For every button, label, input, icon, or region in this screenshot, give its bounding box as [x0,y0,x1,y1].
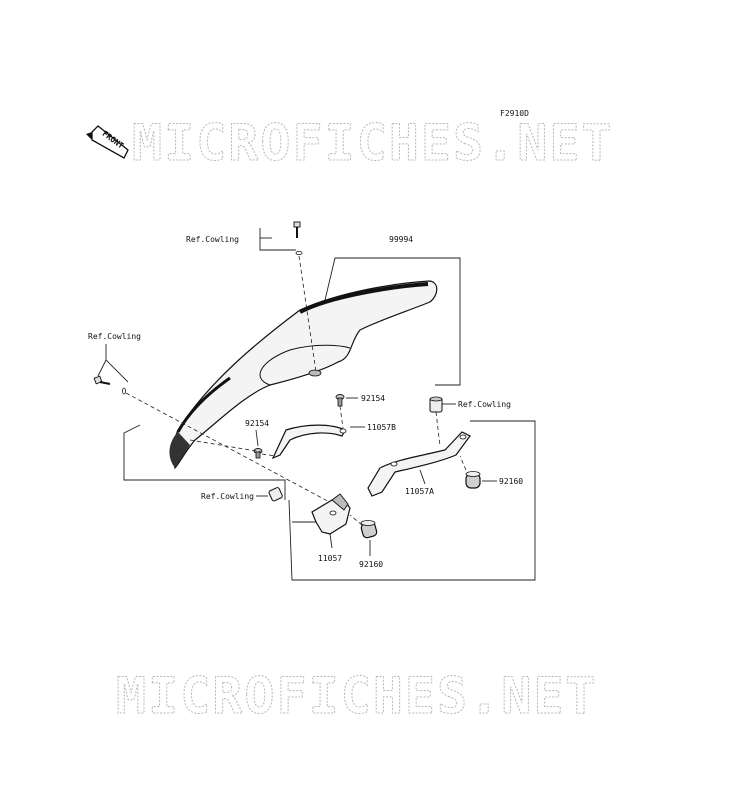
damper-right: 92160 [459,455,523,489]
windshield-part [169,280,438,470]
bushing-upper-label: 92154 [361,394,385,403]
bracket-a-label: 11057A [405,487,434,496]
ref-cowling-left: Ref.Cowling [88,332,336,506]
ref-cowling-right: Ref.Cowling [429,396,511,447]
damper-right-label: 92160 [499,477,523,486]
bracket-part: 11057 [311,493,351,563]
ref-cowling-lower-label: Ref.Cowling [201,492,254,501]
bolt-left-icon [93,375,111,385]
bushing-left-label: 92154 [245,419,269,428]
watermark-top: MICROFICHES.NET [132,114,614,173]
damper-lower-label: 92160 [359,560,383,569]
windshield-callout: 99994 [324,235,461,386]
assembly-guide-line [189,439,263,453]
bracket-label: 11057 [318,554,342,563]
watermark-text-bottom: MICROFICHES.NET [116,667,598,725]
front-arrow-icon: FRONT [86,125,129,159]
bracket-a-part: 11057A [367,431,471,497]
diagram-code: F2910D [500,109,529,118]
bolt-icon [293,221,301,238]
ref-cowling-right-label: Ref.Cowling [458,400,511,409]
leader-frame-left [123,420,536,581]
ref-cowling-left-label: Ref.Cowling [88,332,141,341]
damper-lower: 92160 [349,514,383,569]
bracket-b-part: 11057B [271,423,396,460]
ref-cowling-top: Ref.Cowling [186,221,317,373]
watermark-text-top: MICROFICHES.NET [132,114,614,172]
windshield-part-number: 99994 [389,235,413,244]
ref-cowling-top-label: Ref.Cowling [186,235,239,244]
washer-icon [295,250,303,255]
ref-cowling-lower: Ref.Cowling [201,487,283,502]
bushing-upper: 92154 [335,394,385,429]
watermark-bottom: MICROFICHES.NET [116,667,598,726]
bracket-b-label: 11057B [367,423,396,432]
